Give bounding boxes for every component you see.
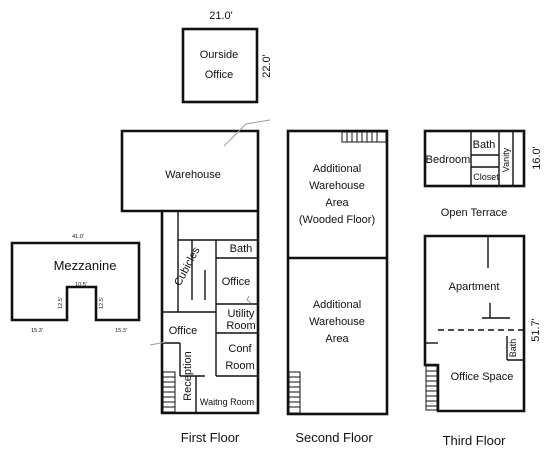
second-floor-stairs-bottom <box>288 371 301 414</box>
room-office-right: Office <box>222 276 251 288</box>
room-office-space: Office Space <box>451 371 514 383</box>
pencil-annotation <box>223 119 271 147</box>
mezzanine-notch-left-dim: 12.5' <box>58 297 64 309</box>
outside-office-walls <box>181 27 259 104</box>
room-bath: Bath <box>230 243 253 255</box>
room-bedroom: Bedroom <box>426 154 471 166</box>
outside-office: 21.0' 22.0' Ourside Office <box>181 10 273 104</box>
room-cubicles: Cubicles <box>172 245 203 288</box>
lower-area-line-2: Warehouse <box>309 316 365 328</box>
mezzanine-label: Mezzanine <box>54 258 117 273</box>
room-utility-line-2: Room <box>226 320 255 332</box>
first-floor: Warehouse Cubicles Bath Office Utility R… <box>120 119 271 445</box>
second-floor-stairs-top <box>341 131 387 143</box>
upper-area-line-4: (Wooded Floor) <box>299 214 375 226</box>
outside-office-height-dim: 22.0' <box>261 54 273 78</box>
first-floor-outer-walls <box>120 129 260 415</box>
mezzanine-width-dim: 41.0' <box>72 234 84 240</box>
second-floor: Additional Warehouse Area (Wooded Floor)… <box>286 129 389 445</box>
second-floor-caption: Second Floor <box>295 430 373 445</box>
mezzanine-leg-left-dim: 15.3' <box>31 328 43 334</box>
mezzanine-leg-right-dim: 15.3' <box>115 328 127 334</box>
third-floor-caption: Third Floor <box>443 433 507 448</box>
third-floor-stairs <box>425 365 438 411</box>
room-bath-bottom: Bath <box>508 339 518 358</box>
room-conf-line-2: Room <box>225 360 254 372</box>
room-office-left: Office <box>169 325 198 337</box>
second-floor-walls <box>286 129 389 416</box>
third-floor-suite-walls <box>423 129 526 188</box>
room-utility-line-1: Utility <box>228 308 255 320</box>
first-floor-caption: First Floor <box>181 430 240 445</box>
upper-area-line-2: Warehouse <box>309 180 365 192</box>
room-vanity: Vanity <box>501 147 511 172</box>
outside-office-label-1: Ourside <box>200 49 239 61</box>
first-floor-stairs <box>162 371 176 413</box>
mezzanine-notch-width-dim: 10.5' <box>75 282 87 288</box>
room-waiting: Waitng Room <box>200 397 254 407</box>
pencil-annotation <box>149 341 167 346</box>
upper-area-line-3: Area <box>325 197 349 209</box>
third-floor-lower-walls <box>423 234 526 413</box>
mezzanine-walls <box>10 241 141 322</box>
third-floor-top-depth-dim: 16.0' <box>531 146 543 170</box>
upper-area-line-1: Additional <box>313 163 361 175</box>
outside-office-label-2: Office <box>205 69 234 81</box>
room-conf-line-1: Conf <box>228 343 252 355</box>
open-terrace-label: Open Terrace <box>441 207 507 219</box>
mezzanine: 41.0' Mezzanine 10.5' 12.5' 12.5' 15.3' … <box>10 234 141 334</box>
room-warehouse: Warehouse <box>165 169 221 181</box>
lower-area-line-1: Additional <box>313 299 361 311</box>
room-bath-top: Bath <box>473 139 496 151</box>
pencil-annotation <box>246 295 252 304</box>
third-floor: Bedroom Bath Vanity Closet 16.0' Open Te… <box>423 129 543 448</box>
mezzanine-notch-right-dim: 12.5' <box>99 297 105 309</box>
outside-office-width-dim: 21.0' <box>209 10 233 22</box>
room-closet: Closet <box>473 172 499 182</box>
room-apartment: Apartment <box>449 281 500 293</box>
lower-area-line-3: Area <box>325 333 349 345</box>
room-reception: Reception <box>182 351 194 401</box>
third-floor-depth-dim: 51.7' <box>530 318 542 342</box>
